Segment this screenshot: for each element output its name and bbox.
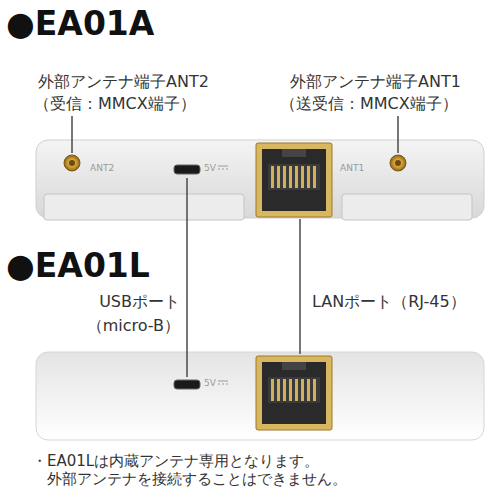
port-latch: [282, 149, 306, 157]
device-ea01l: [36, 352, 484, 440]
bottom-panel: [342, 194, 472, 220]
footnote: ・EA01Lは内蔵アンテナ専用となります。 外部アンテナを接続することはできませ…: [32, 452, 487, 488]
dc-symbol: [218, 381, 228, 384]
mmcx-connector: [390, 155, 406, 171]
contact-block: [268, 377, 320, 403]
port-marking: ANT1: [340, 163, 364, 174]
leader-line: [186, 178, 188, 377]
rj45-port: [256, 356, 332, 430]
mmcx-pin: [395, 160, 401, 166]
micro-usb-port: [174, 380, 200, 389]
rj45-port: [256, 143, 332, 217]
leader-line: [397, 116, 399, 153]
port-callout: LANポート（RJ-45）: [312, 292, 466, 311]
contact-pins: [271, 379, 316, 401]
port-marking: 5V: [204, 378, 216, 389]
device-body: [36, 352, 484, 440]
port-callout: （送受信：MMCX端子）: [280, 94, 458, 113]
port-callout: （micro-B）: [87, 316, 180, 335]
port-callout: 外部アンテナ端子ANT2: [38, 72, 209, 91]
micro-usb-port: [174, 165, 200, 174]
model-heading: ●EA01A: [6, 4, 154, 44]
port-callout: （受信：MMCX端子）: [34, 94, 196, 113]
device-ea01a: [36, 140, 484, 220]
bottom-panel: [44, 194, 244, 220]
dc-symbol: [218, 166, 228, 169]
port-callout: USBポート: [99, 292, 180, 311]
port-latch: [282, 362, 306, 370]
port-callout: 外部アンテナ端子ANT1: [290, 72, 461, 91]
port-opening: [262, 149, 326, 211]
leader-line: [71, 116, 73, 153]
port-frame: [256, 143, 332, 217]
port-frame: [256, 356, 332, 430]
leader-line: [299, 219, 301, 354]
port-marking: 5V: [204, 163, 216, 174]
model-heading: ●EA01L: [6, 246, 150, 286]
port-marking: ANT2: [90, 163, 114, 174]
port-opening: [262, 362, 326, 424]
contact-block: [268, 164, 320, 190]
contact-pins: [271, 166, 316, 188]
mmcx-pin: [69, 160, 75, 166]
mmcx-connector: [64, 155, 80, 171]
